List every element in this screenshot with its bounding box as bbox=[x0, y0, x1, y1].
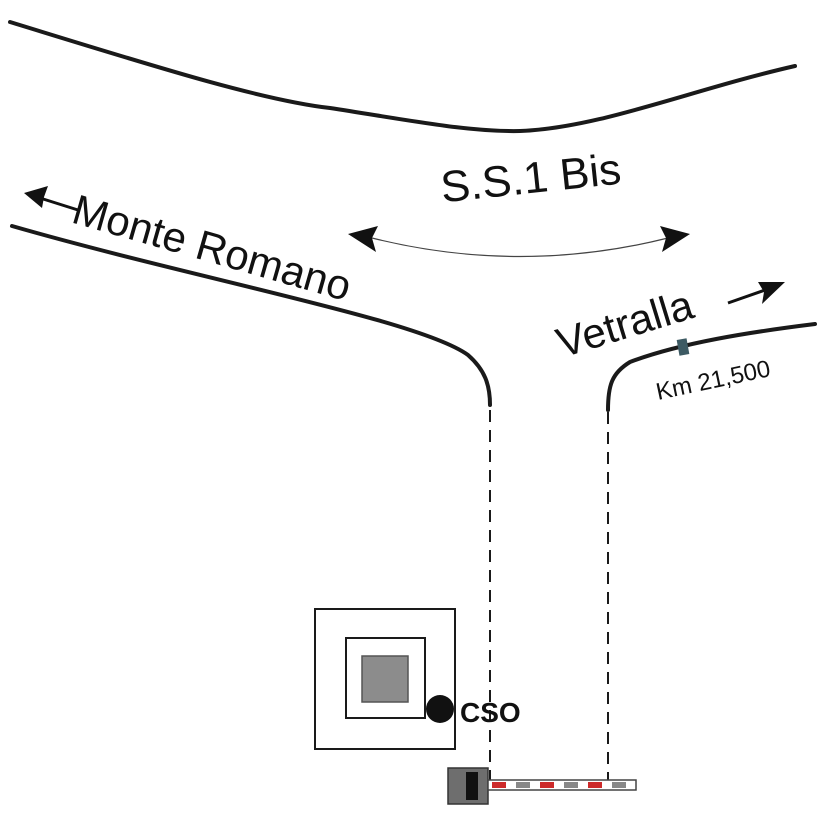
km-marker-label: Km 21,500 bbox=[654, 355, 773, 406]
site-point-icon bbox=[426, 695, 454, 723]
site-point-label: CSO bbox=[460, 697, 521, 728]
vetralla-label: Vetralla bbox=[551, 281, 699, 367]
arrow-right-icon bbox=[727, 282, 785, 305]
double-arrow-icon bbox=[348, 226, 690, 258]
barrier-gate-icon bbox=[447, 767, 637, 805]
monte-romano-road-edge bbox=[10, 224, 492, 407]
monte-romano-label: Monte Romano bbox=[68, 185, 357, 309]
ss1-bis-label: S.S.1 Bis bbox=[438, 145, 623, 213]
km-post-marker bbox=[676, 338, 690, 356]
arrow-left-icon bbox=[24, 186, 79, 212]
facility-building bbox=[314, 608, 456, 750]
ss1-bis-road-edge bbox=[8, 20, 797, 134]
vetralla-road-edge bbox=[606, 322, 817, 412]
